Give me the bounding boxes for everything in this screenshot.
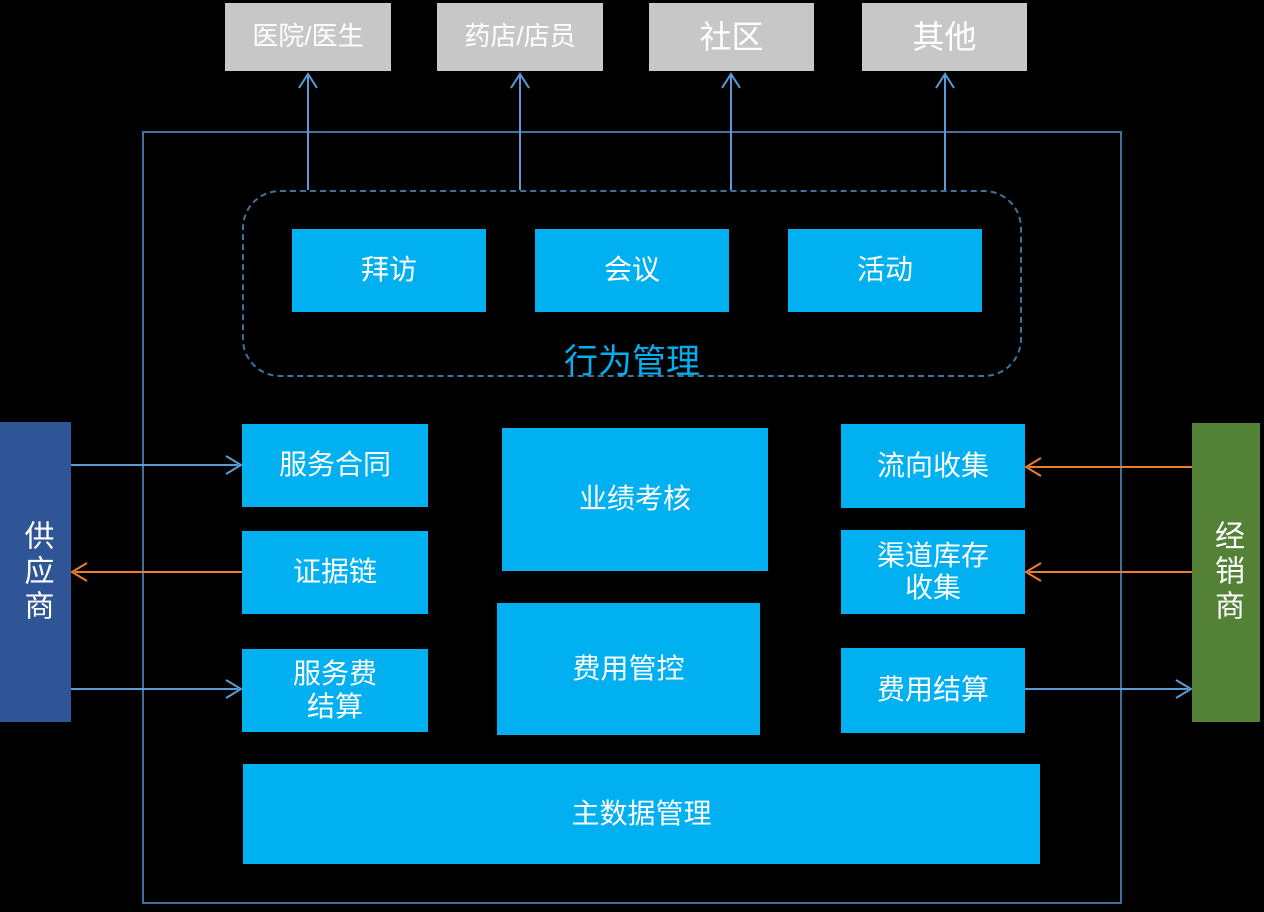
arrow-behavior-to-other-head xyxy=(935,72,955,89)
behavior-group-label: 行为管理 xyxy=(564,343,700,381)
entity-pharmacy-clerk: 药店/店员 xyxy=(437,3,603,71)
module-channel-inventory-collection: 渠道库存 收集 xyxy=(841,530,1025,614)
arrow-behavior-to-hospital xyxy=(298,72,318,190)
arrow-evidence-chain-to-supplier xyxy=(70,562,242,582)
module-visit: 拜访 xyxy=(292,229,486,312)
arrow-distributor-to-channel-inventory xyxy=(1024,562,1192,582)
arrow-distributor-to-flow-collection xyxy=(1024,457,1192,477)
entity-supplier: 供应商 xyxy=(0,422,71,722)
arrow-distributor-to-channel-inventory-head xyxy=(1024,562,1042,582)
entity-other: 其他 xyxy=(862,3,1027,71)
module-performance-assessment: 业绩考核 xyxy=(502,428,768,571)
entity-hospital-doctor: 医院/医生 xyxy=(225,3,391,71)
arrow-fee-settlement-to-distributor-head xyxy=(1175,679,1193,699)
entity-community: 社区 xyxy=(649,3,814,71)
module-evidence-chain: 证据链 xyxy=(242,531,428,614)
arrow-behavior-to-other xyxy=(935,72,955,190)
arrow-behavior-to-pharmacy-head xyxy=(510,72,530,89)
entity-distributor: 经销商 xyxy=(1192,423,1260,722)
outer-frame xyxy=(142,131,1122,904)
module-service-contract: 服务合同 xyxy=(242,424,428,507)
module-meeting: 会议 xyxy=(535,229,729,312)
arrow-distributor-to-flow-collection-head xyxy=(1024,457,1042,477)
arrow-supplier-to-service-contract xyxy=(71,455,243,475)
module-expense-control: 费用管控 xyxy=(497,603,760,735)
module-fee-settlement: 费用结算 xyxy=(841,648,1025,733)
behavior-group-frame xyxy=(242,190,1022,377)
arrow-behavior-to-pharmacy xyxy=(510,72,530,190)
arrow-behavior-to-community-head xyxy=(721,72,741,89)
arrow-fee-settlement-to-distributor xyxy=(1025,679,1193,699)
arrow-supplier-to-service-fee-head xyxy=(225,679,243,699)
module-flow-collection: 流向收集 xyxy=(841,424,1025,508)
arrow-behavior-to-hospital-head xyxy=(298,72,318,89)
module-service-fee-settlement: 服务费 结算 xyxy=(242,649,428,732)
arrow-evidence-chain-to-supplier-head xyxy=(70,562,88,582)
module-activity: 活动 xyxy=(788,229,982,312)
arrow-supplier-to-service-contract-head xyxy=(225,455,243,475)
arrow-behavior-to-community xyxy=(721,72,741,190)
arrow-supplier-to-service-fee xyxy=(71,679,243,699)
module-master-data-management: 主数据管理 xyxy=(243,764,1040,864)
